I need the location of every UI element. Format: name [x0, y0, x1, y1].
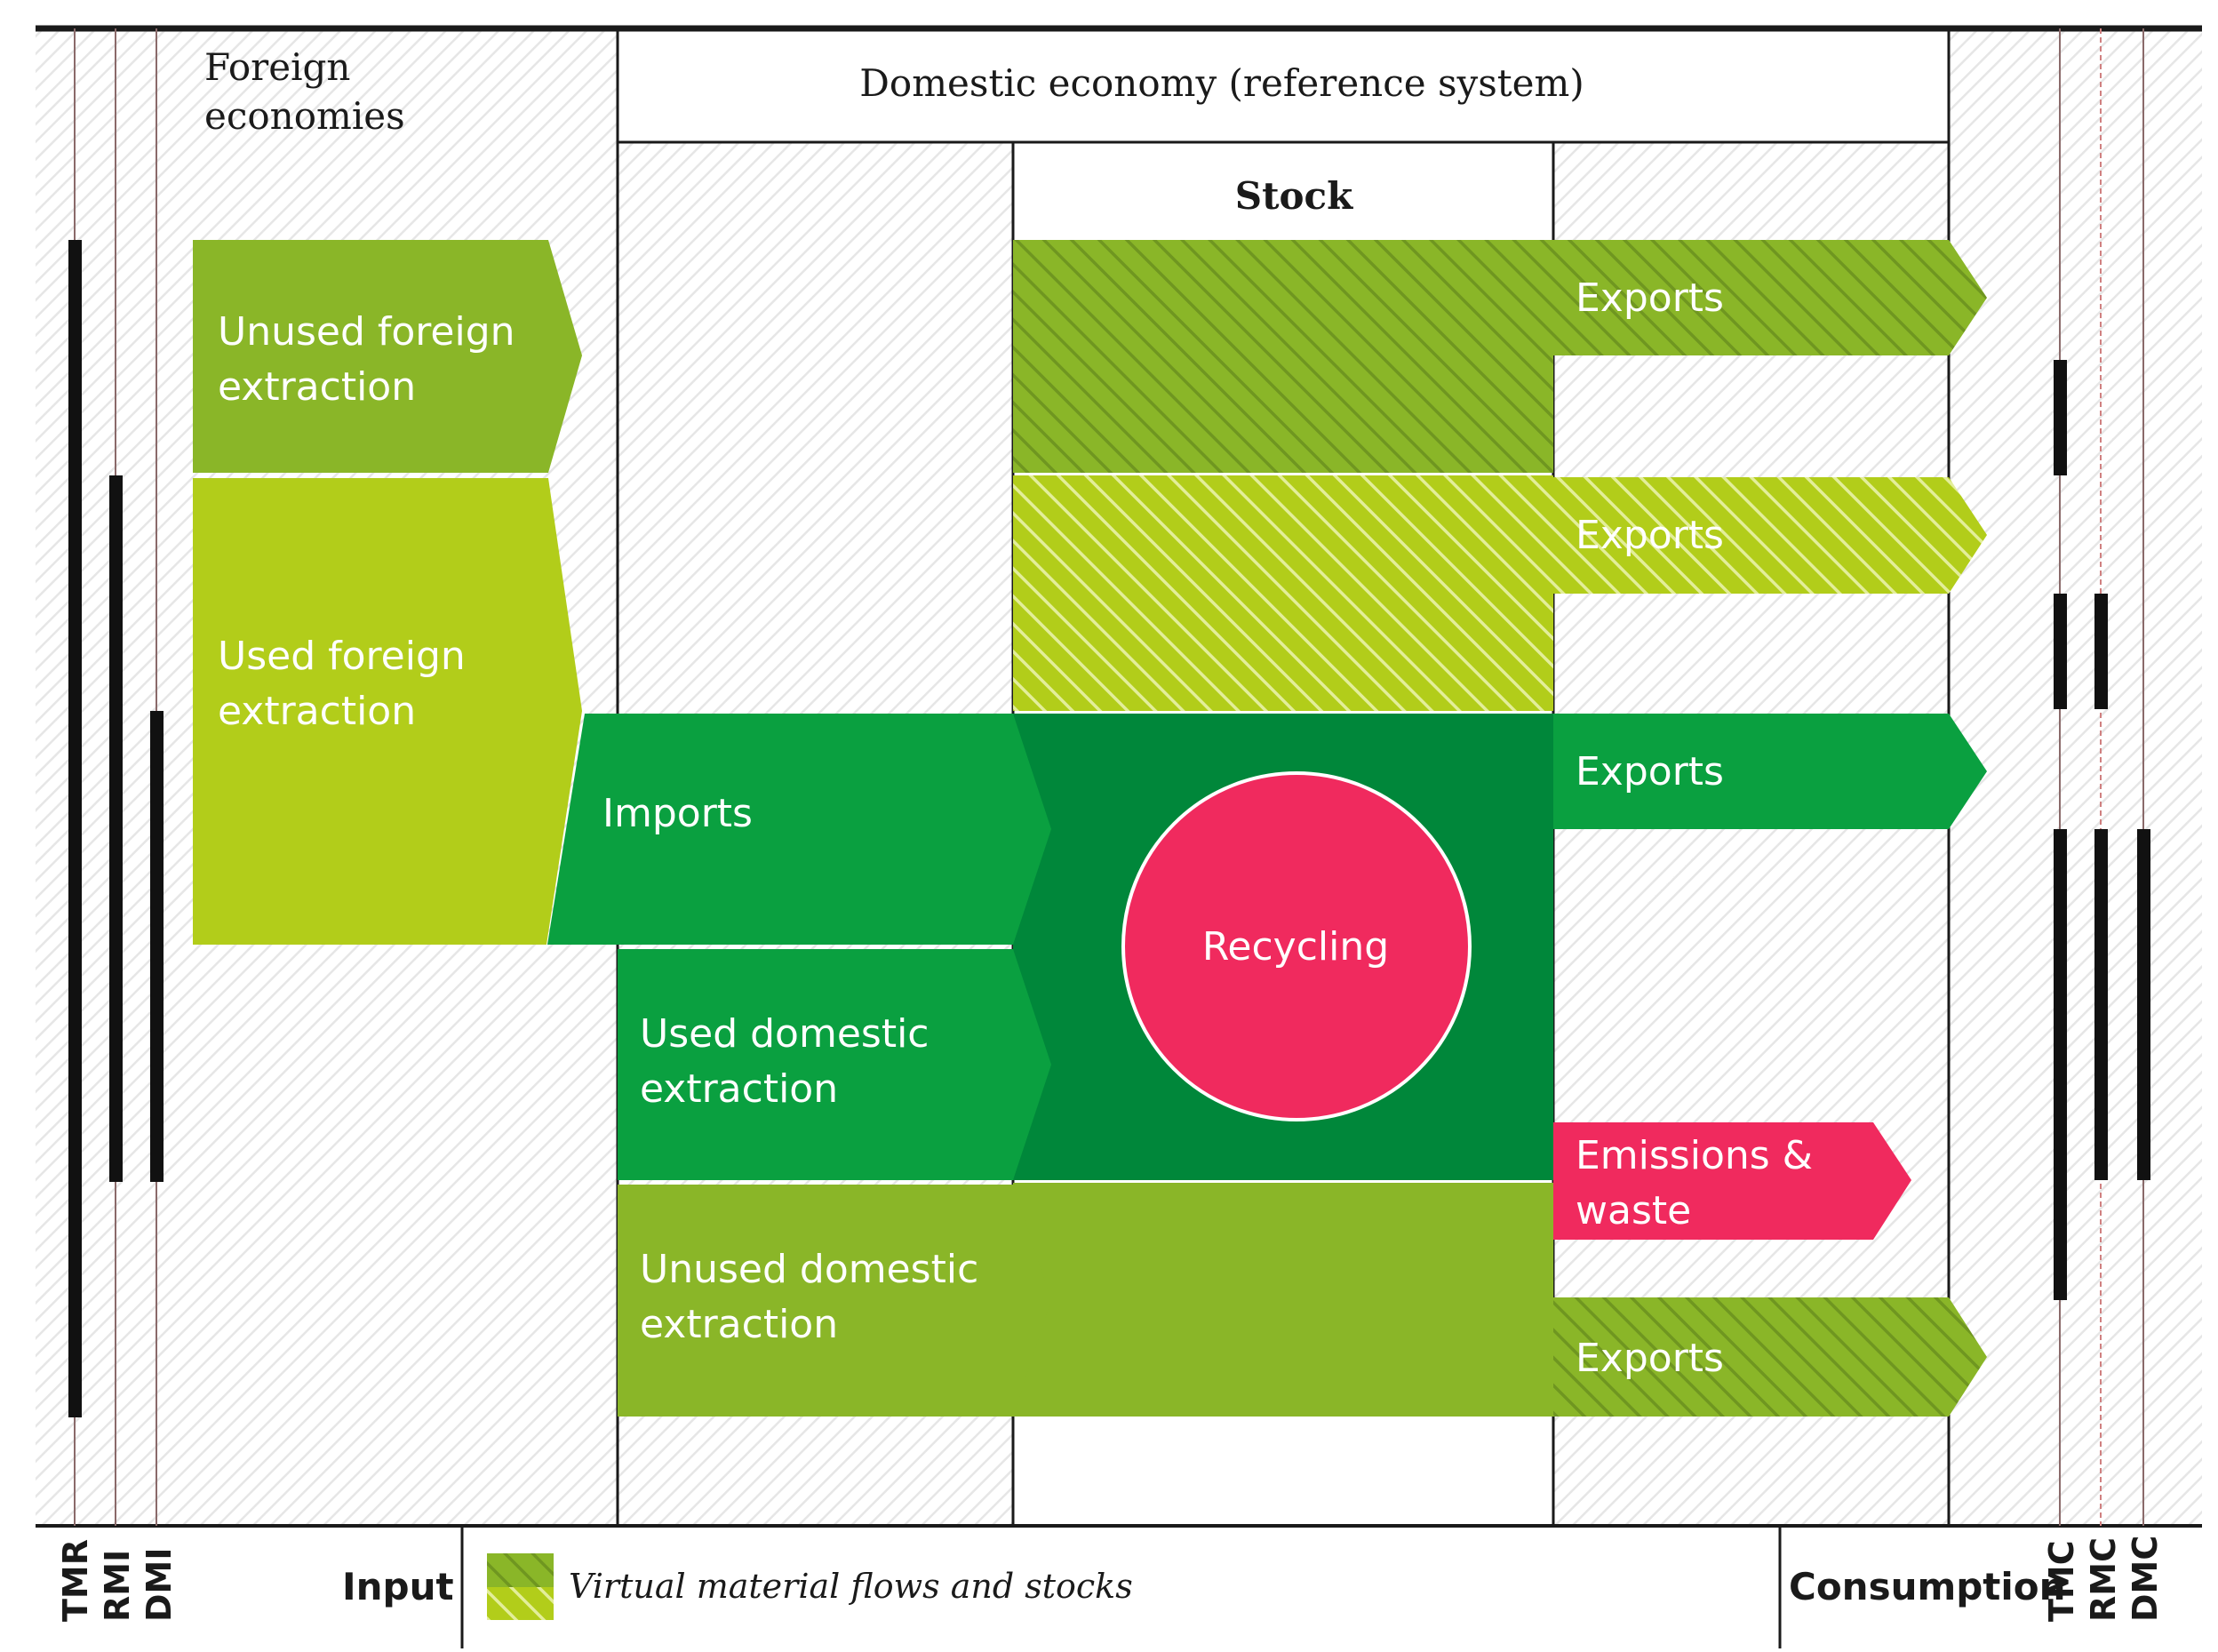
dmi-label: DMI: [140, 1548, 179, 1623]
domestic-economy-label: Domestic economy (reference system): [859, 61, 1584, 105]
imports-flow: [547, 714, 1051, 945]
input-label: Input: [342, 1565, 454, 1608]
stock-virtual-light: [1013, 475, 1553, 711]
stock-unused: [1013, 1183, 1553, 1417]
rmi-bar: [109, 475, 123, 1182]
unused-domestic-extraction-label: Unused domestic extraction: [640, 1247, 991, 1347]
exports-arrow-2: [1553, 477, 1987, 594]
recycling-circle: [1121, 771, 1472, 1121]
exports-label-3: Exports: [1576, 749, 1724, 794]
unused-domestic-extraction-flow: [618, 1185, 1051, 1417]
exports-label-4: Exports: [1576, 1336, 1724, 1381]
stock-label: Stock: [1235, 174, 1353, 218]
consumption-label: Consumption: [1789, 1565, 2066, 1608]
imports-label: Imports: [602, 791, 753, 836]
emissions-waste-arrow: [1553, 1122, 1911, 1240]
exports-arrow-3: [1553, 714, 1987, 829]
exports-label-1: Exports: [1576, 275, 1724, 321]
used-domestic-extraction-label: Used domestic extraction: [640, 1011, 942, 1112]
recycling-label: Recycling: [1202, 924, 1389, 970]
rmc-label: RMC: [2084, 1537, 2123, 1622]
stock-virtual-dark: [1013, 240, 1553, 473]
unused-foreign-extraction-label: Unused foreign extraction: [218, 309, 528, 410]
exports-arrow-1: [1553, 240, 1987, 355]
used-foreign-extraction-label: Used foreign extraction: [218, 634, 478, 734]
exports-label-2: Exports: [1576, 513, 1724, 558]
used-domestic-extraction-flow: [618, 949, 1051, 1180]
dmi-bar: [150, 711, 164, 1182]
tmr-label: TMR: [56, 1539, 95, 1622]
foreign-economies-label: Foreign economies: [204, 45, 405, 138]
unused-foreign-extraction-flow: [193, 240, 582, 473]
consumption-indicator-bars: [2054, 360, 2150, 1300]
exports-arrow-4: [1553, 1297, 1987, 1417]
used-foreign-extraction-flow: [193, 478, 582, 945]
emissions-waste-label: Emissions & waste: [1576, 1133, 1825, 1233]
legend-label: Virtual material flows and stocks: [569, 1567, 1133, 1606]
input-indicator-bars: [68, 240, 164, 1417]
legend-swatch-light: [487, 1587, 554, 1620]
rmi-label: RMI: [98, 1550, 137, 1622]
tmc-label: TMC: [2042, 1540, 2081, 1622]
dmc-label: DMC: [2126, 1536, 2165, 1622]
tmr-bar: [68, 240, 82, 1417]
